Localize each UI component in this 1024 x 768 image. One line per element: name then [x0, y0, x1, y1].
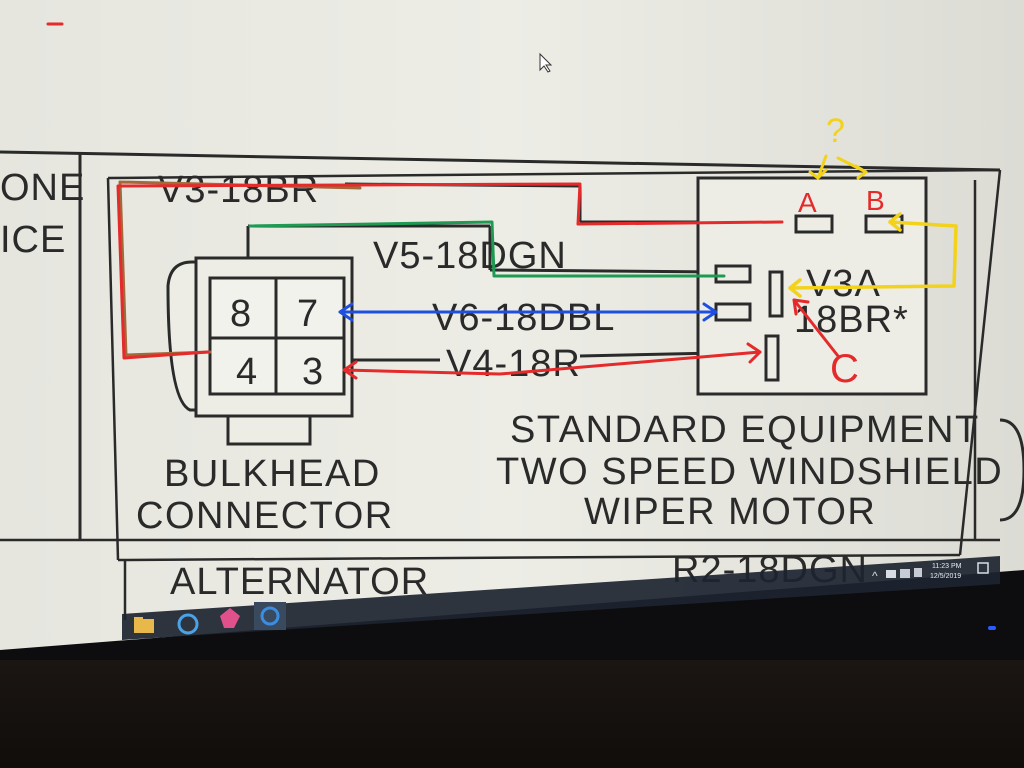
paint-icon [220, 608, 240, 628]
annotation-blue-trace [338, 302, 718, 322]
pin-3: 3 [302, 351, 323, 393]
motor-caption-2: TWO SPEED WINDSHIELD [496, 451, 1003, 493]
taskbar-app-edge[interactable] [254, 602, 286, 630]
wire-label-v6-18dbl: V6-18DBL [432, 297, 615, 339]
connector-caption-1: BULKHEAD [164, 453, 381, 495]
left-label-1: ONE [0, 167, 85, 209]
tray-time[interactable]: 11:23 PM [932, 563, 962, 570]
pin-8: 8 [230, 293, 251, 335]
volume-icon[interactable] [914, 568, 922, 577]
edge-icon [260, 606, 280, 626]
wire-label-v3-18br: V3-18BR [158, 169, 319, 211]
annotation-label-b: B [866, 185, 885, 216]
ie-icon [177, 613, 199, 635]
pin-7: 7 [297, 293, 318, 335]
screen-display [0, 0, 1024, 650]
annotation-traces [46, 22, 958, 380]
tray-date[interactable]: 12/5/2019 [930, 573, 961, 580]
folder-icon [134, 619, 154, 633]
wifi-icon[interactable] [900, 569, 910, 578]
pin-4: 4 [236, 351, 257, 393]
annotation-red-bottom-trace [342, 342, 762, 380]
power-led [988, 626, 996, 630]
motor-caption-1: STANDARD EQUIPMENT [510, 409, 980, 451]
annotation-red-c-pointer [792, 298, 840, 358]
taskbar-app-file-explorer[interactable] [134, 617, 154, 633]
motor-label-v3a: V3A [806, 263, 881, 305]
notification-icon[interactable] [977, 562, 989, 574]
taskbar-background [122, 556, 1000, 640]
connector-caption-2: CONNECTOR [136, 495, 394, 537]
screen: ONE ICE V3-18BR V5-18DGN V6-18DBL V4-18R [0, 0, 1024, 650]
taskbar-app-internet-explorer[interactable] [177, 613, 199, 635]
bottom-label-alternator: ALTERNATOR [170, 561, 429, 603]
annotation-question-mark: ? [826, 112, 845, 150]
diagram-frame [0, 150, 1002, 620]
right-edge-shape [999, 418, 1024, 522]
wire-label-v4-18r: V4-18R [446, 343, 581, 385]
left-label-2: ICE [0, 219, 66, 261]
network-icon[interactable] [886, 570, 896, 578]
mouse-cursor [539, 52, 553, 73]
taskbar-active-highlight [254, 602, 286, 630]
system-tray: ^ 11:23 PM 12/5/2019 [872, 562, 989, 583]
annotation-label-c: C [830, 347, 859, 391]
taskbar-app-paint[interactable] [220, 608, 240, 628]
motor-caption-3: WIPER MOTOR [584, 491, 876, 533]
chevron-up-icon[interactable]: ^ [872, 569, 878, 583]
motor-label-18br: 18BR* [794, 299, 909, 341]
annotation-label-a: A [798, 187, 817, 218]
taskbar: ^ 11:23 PM 12/5/2019 [122, 556, 1000, 640]
monitor: ONE ICE V3-18BR V5-18DGN V6-18DBL V4-18R [0, 0, 1024, 650]
bulkhead-connector [166, 256, 354, 446]
annotation-red-top-trace [116, 182, 784, 360]
annotation-green-trace [248, 220, 726, 278]
annotation-yellow-trace [788, 212, 958, 298]
annotation-yellow-arrows [808, 154, 868, 180]
